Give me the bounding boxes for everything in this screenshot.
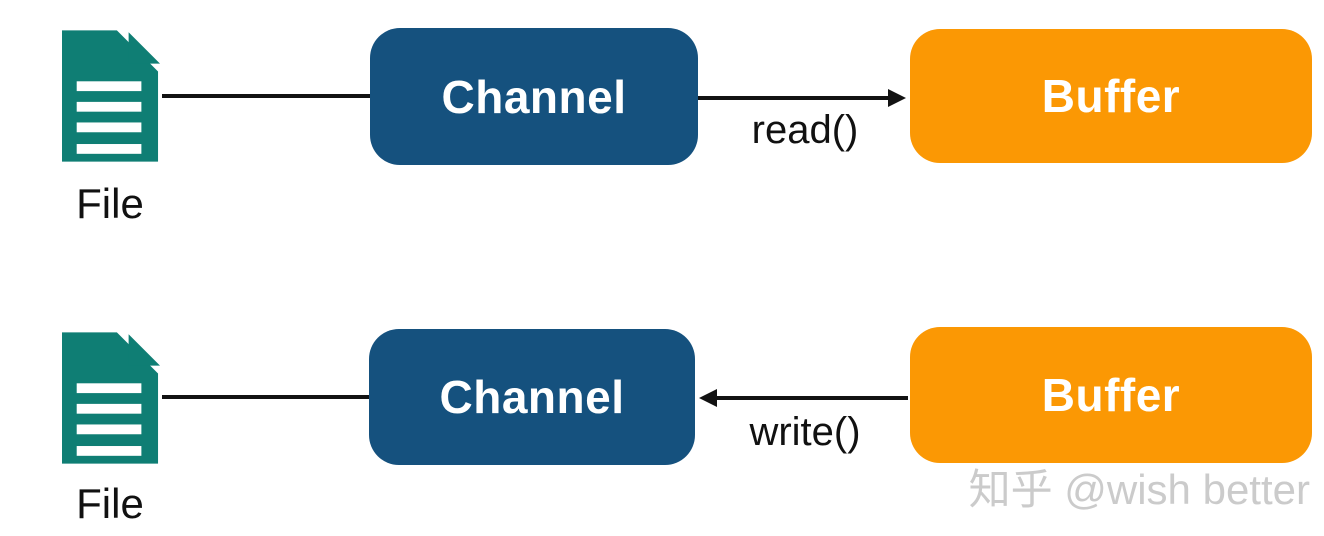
channel-box: Channel (369, 329, 695, 465)
read-arrow-line (698, 96, 890, 100)
arrow-left-icon (699, 389, 717, 407)
buffer-label: Buffer (1041, 369, 1181, 421)
channel-box: Channel (370, 28, 698, 165)
write-operation-label: write() (749, 410, 861, 454)
file-to-channel-connector (162, 94, 370, 98)
read-operation-label: read() (751, 108, 859, 152)
file-icon (62, 332, 160, 464)
buffer-box: Buffer (910, 327, 1312, 463)
file-label: File (76, 480, 144, 527)
channel-label: Channel (439, 371, 625, 423)
file-icon (62, 30, 160, 162)
arrow-right-icon (888, 89, 906, 107)
watermark: 知乎 @wish better (968, 466, 1310, 513)
buffer-box: Buffer (910, 29, 1312, 163)
write-arrow-line (715, 396, 908, 400)
file-to-channel-connector (162, 395, 369, 399)
channel-label: Channel (441, 70, 627, 123)
buffer-label: Buffer (1041, 70, 1181, 122)
file-label: File (76, 180, 144, 227)
